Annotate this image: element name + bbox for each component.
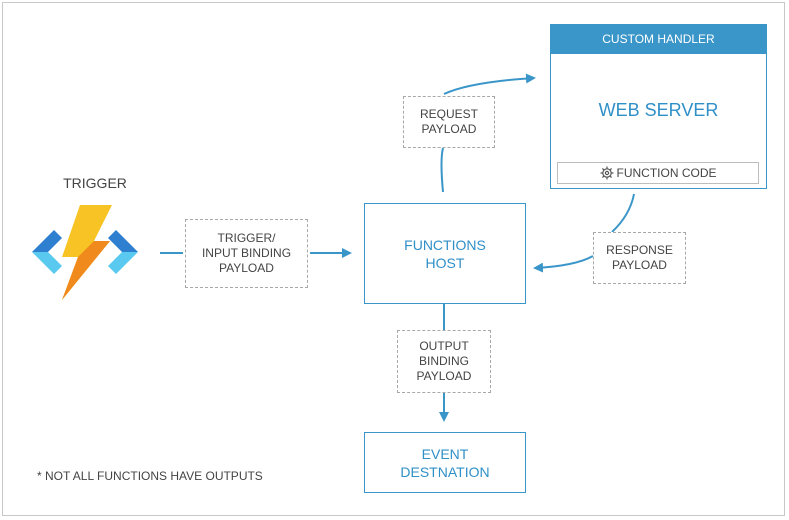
function-code-label: FUNCTION CODE: [616, 166, 717, 180]
arrow-host-to-server-end: [443, 73, 536, 95]
azure-functions-icon: [32, 205, 138, 300]
request-payload-box: REQUEST PAYLOAD: [403, 96, 495, 148]
arrow-server-to-host: [611, 193, 635, 233]
output-payload-box: OUTPUT BINDING PAYLOAD: [397, 330, 491, 393]
custom-handler-header: CUSTOM HANDLER: [551, 25, 766, 54]
trigger-payload-box: TRIGGER/ INPUT BINDING PAYLOAD: [185, 219, 308, 288]
trigger-payload-label: TRIGGER/ INPUT BINDING PAYLOAD: [201, 231, 292, 275]
response-payload-label: RESPONSE PAYLOAD: [606, 243, 673, 272]
request-payload-label: REQUEST PAYLOAD: [419, 107, 478, 136]
functions-host-label: FUNCTIONS HOST: [404, 236, 486, 271]
custom-handler-box: CUSTOM HANDLER WEB SERVER FUNCTION CODE: [550, 24, 767, 189]
footnote: * NOT ALL FUNCTIONS HAVE OUTPUTS: [37, 469, 263, 483]
gear-icon: [600, 166, 613, 180]
event-destination-label: EVENT DESTNATION: [400, 445, 490, 480]
functions-host-box: FUNCTIONS HOST: [364, 203, 526, 304]
function-code-box: FUNCTION CODE: [557, 162, 759, 184]
web-server-label: WEB SERVER: [598, 100, 719, 120]
event-destination-box: EVENT DESTNATION: [364, 432, 526, 493]
output-payload-label: OUTPUT BINDING PAYLOAD: [416, 339, 472, 383]
response-payload-box: RESPONSE PAYLOAD: [593, 232, 686, 284]
trigger-heading: TRIGGER: [63, 175, 127, 191]
arrow-host-to-server: [440, 147, 444, 193]
arrow-server-to-host-end: [533, 255, 594, 273]
